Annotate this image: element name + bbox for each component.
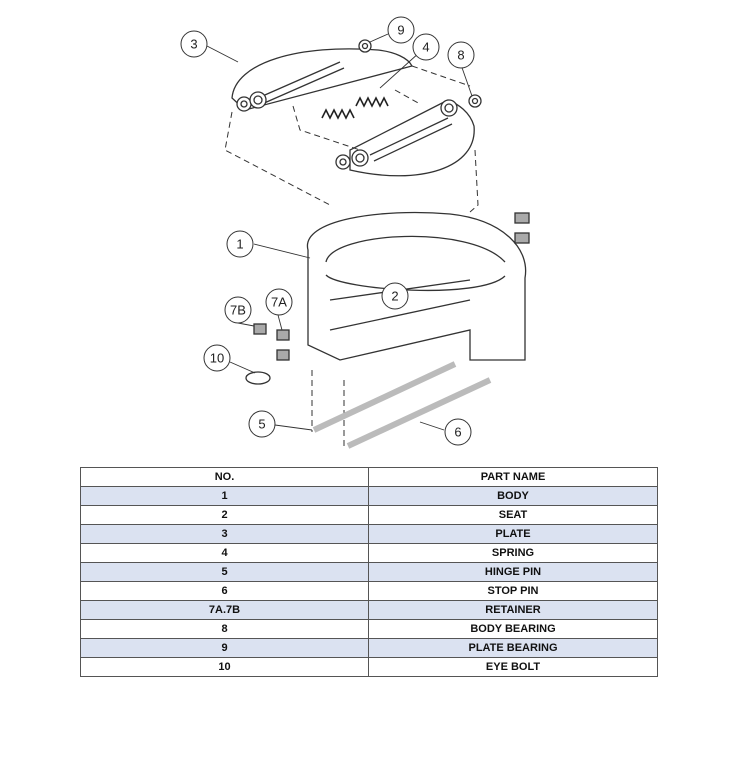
callout-body: 1 (226, 230, 254, 258)
part-name: SPRING (368, 543, 658, 563)
table-row: 3 PLATE (80, 524, 658, 544)
part-number: 3 (80, 524, 369, 544)
callout-eye-bolt: 10 (203, 344, 231, 372)
svg-text:4: 4 (422, 40, 429, 55)
part-number: 10 (80, 657, 369, 677)
callout-retainer-b: 7B (224, 296, 252, 324)
part-name: BODY BEARING (368, 619, 658, 639)
callout-plate: 3 (180, 30, 208, 58)
part-name: HINGE PIN (368, 562, 658, 582)
svg-text:1: 1 (236, 237, 243, 252)
svg-text:8: 8 (457, 48, 464, 63)
callout-retainer-a: 7A (265, 288, 293, 316)
part-number: 2 (80, 505, 369, 525)
stop-pin-rod (346, 377, 492, 449)
callout-body-bearing: 8 (447, 41, 475, 69)
svg-text:5: 5 (258, 417, 265, 432)
table-row: 1 BODY (80, 486, 658, 506)
table-row: 4 SPRING (80, 543, 658, 563)
part-number: 1 (80, 486, 369, 506)
parts-table: NO. PART NAME 1 BODY 2 SEAT 3 PLATE 4 SP… (80, 467, 658, 677)
column-header-no: NO. (80, 467, 369, 487)
part-number: 8 (80, 619, 369, 639)
part-name: PLATE BEARING (368, 638, 658, 658)
column-header-part-name: PART NAME (368, 467, 658, 487)
callout-plate-bearing: 9 (387, 16, 415, 44)
part-name: PLATE (368, 524, 658, 544)
spring-coils (321, 96, 389, 120)
svg-text:2: 2 (391, 289, 398, 304)
part-number: 9 (80, 638, 369, 658)
svg-text:6: 6 (454, 425, 461, 440)
svg-text:7B: 7B (230, 303, 246, 318)
part-number: 6 (80, 581, 369, 601)
callout-hinge-pin: 5 (248, 410, 276, 438)
part-name: RETAINER (368, 600, 658, 620)
exploded-view-diagram: 1 2 3 4 5 6 7A 7B 8 9 10 (180, 16, 530, 450)
table-row: 5 HINGE PIN (80, 562, 658, 582)
callout-stop-pin: 6 (444, 418, 472, 446)
part-name: SEAT (368, 505, 658, 525)
callout-spring: 4 (412, 33, 440, 61)
part-name: STOP PIN (368, 581, 658, 601)
body-ring (306, 211, 527, 361)
eye-bolt-ring (245, 371, 271, 385)
hinge-pin-rod (312, 361, 457, 433)
svg-text:3: 3 (190, 37, 197, 52)
part-number: 7A.7B (80, 600, 369, 620)
svg-text:9: 9 (397, 23, 404, 38)
table-row: 7A.7B RETAINER (80, 600, 658, 620)
table-row: 8 BODY BEARING (80, 619, 658, 639)
svg-text:10: 10 (210, 351, 224, 366)
part-number: 4 (80, 543, 369, 563)
table-row: 6 STOP PIN (80, 581, 658, 601)
svg-text:7A: 7A (271, 295, 287, 310)
callout-seat: 2 (381, 282, 409, 310)
part-number: 5 (80, 562, 369, 582)
table-row: 10 EYE BOLT (80, 657, 658, 677)
part-name: BODY (368, 486, 658, 506)
table-header-row: NO. PART NAME (80, 467, 658, 487)
table-row: 9 PLATE BEARING (80, 638, 658, 658)
part-name: EYE BOLT (368, 657, 658, 677)
table-row: 2 SEAT (80, 505, 658, 525)
